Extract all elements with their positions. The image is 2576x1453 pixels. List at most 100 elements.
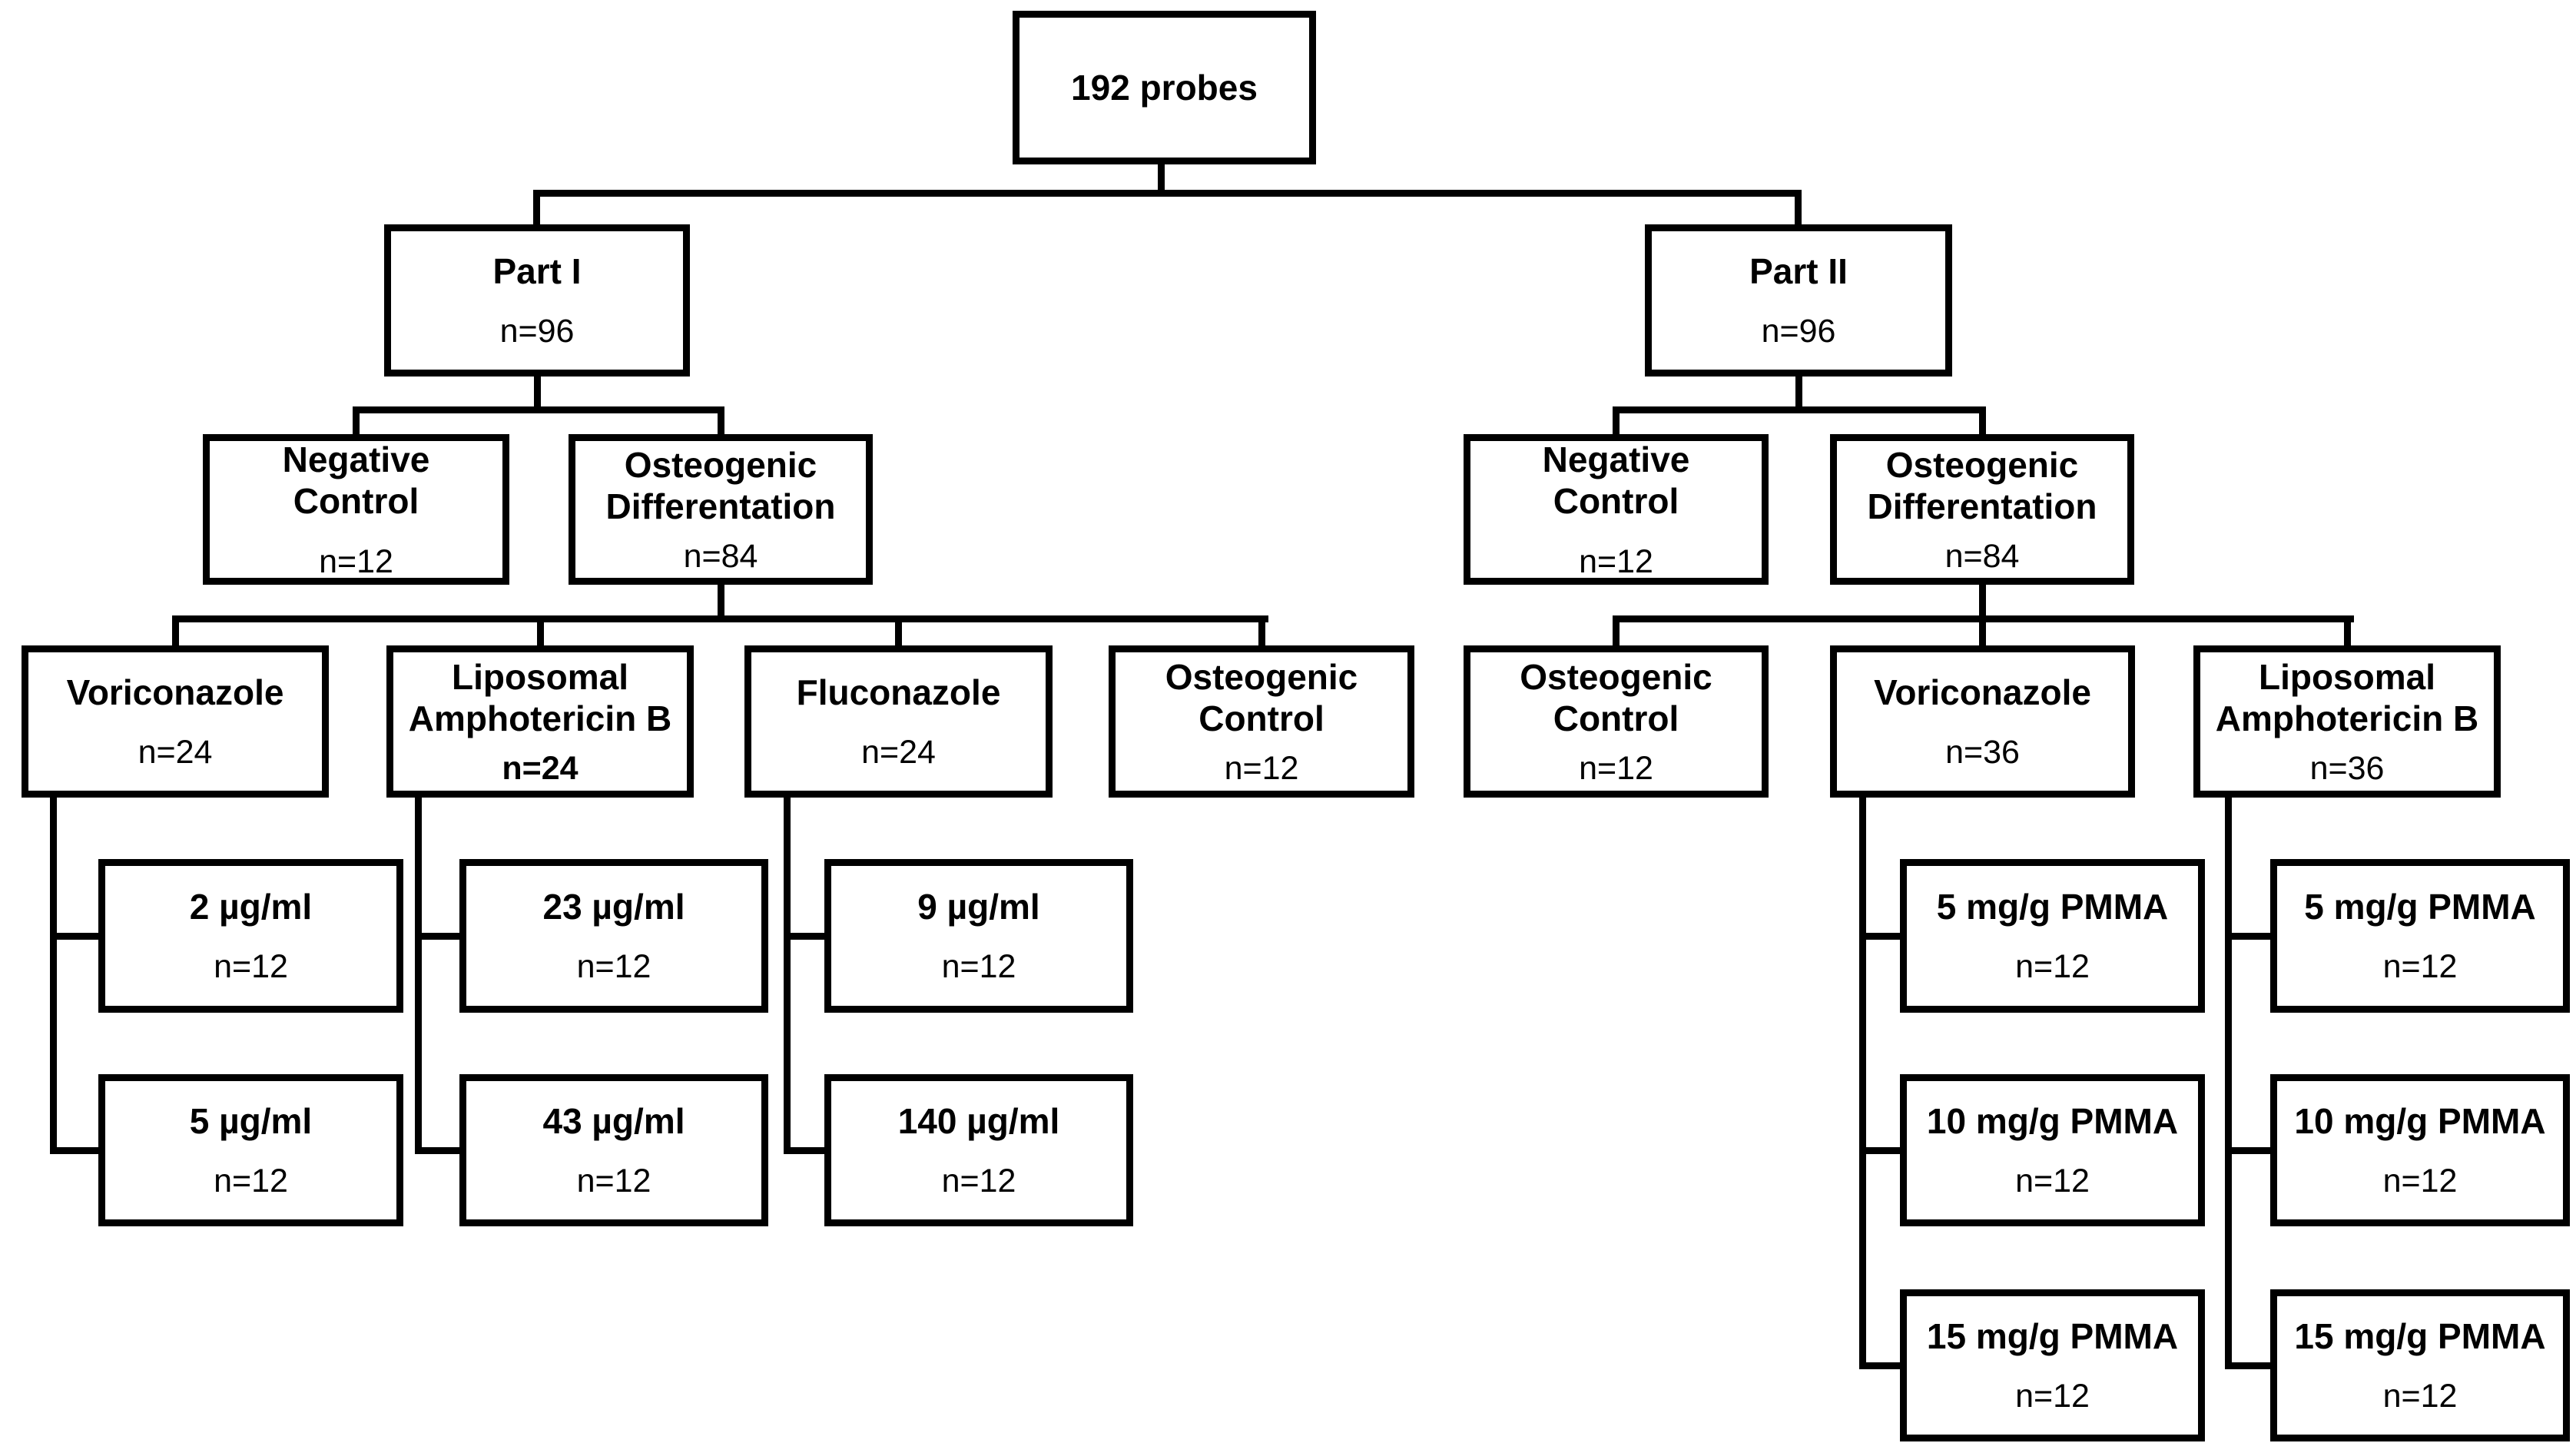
node-23ug-ml: 23 µg/ml n=12	[459, 859, 768, 1013]
node-liposomal-amphotericin-b-part1: Liposomal Amphotericin B n=24	[386, 645, 694, 798]
connector	[2225, 798, 2232, 1369]
node-label: 5 mg/g PMMA	[2304, 887, 2536, 927]
node-label: Voriconazole	[1874, 672, 2091, 713]
connector	[1158, 164, 1165, 197]
node-count: n=12	[2015, 1163, 2090, 1200]
node-count: n=12	[2382, 948, 2458, 986]
node-label: 192 probes	[1071, 67, 1258, 108]
connector	[50, 798, 57, 1154]
connector	[537, 615, 544, 645]
connector	[1795, 190, 1802, 224]
node-label: 43 µg/ml	[542, 1101, 685, 1142]
node-label: Liposomal Amphotericin B	[2215, 657, 2479, 739]
connector	[534, 377, 541, 413]
node-liposomal-amphotericin-b-part2: Liposomal Amphotericin B n=36	[2193, 645, 2501, 798]
node-lipb-5mg-pmma: 5 mg/g PMMA n=12	[2270, 859, 2570, 1013]
node-count: n=84	[683, 537, 758, 575]
connector	[533, 190, 1802, 197]
node-label: 5 mg/g PMMA	[1936, 887, 2169, 927]
node-label: 140 µg/ml	[897, 1101, 1060, 1142]
connector	[415, 1147, 459, 1154]
connector	[784, 1147, 824, 1154]
node-label: 10 mg/g PMMA	[1926, 1101, 2179, 1142]
node-label: Osteogenic Control	[1165, 657, 1358, 739]
node-2ug-ml: 2 µg/ml n=12	[98, 859, 403, 1013]
connector	[1613, 406, 1986, 413]
node-count: n=12	[214, 1163, 288, 1200]
connector	[2225, 933, 2270, 940]
node-9ug-ml: 9 µg/ml n=12	[824, 859, 1133, 1013]
connector	[1859, 1147, 1900, 1154]
connector	[1979, 615, 1986, 645]
node-vori-10mg-pmma: 10 mg/g PMMA n=12	[1900, 1074, 2205, 1226]
node-43ug-ml: 43 µg/ml n=12	[459, 1074, 768, 1226]
connector	[1859, 798, 1866, 1369]
node-label: 15 mg/g PMMA	[2294, 1316, 2546, 1357]
node-count: n=96	[499, 313, 575, 350]
connector	[50, 1147, 98, 1154]
connector	[1613, 406, 1620, 434]
node-count: n=12	[319, 542, 393, 580]
node-label: 10 mg/g PMMA	[2294, 1101, 2546, 1142]
node-negative-control-part2: Negative Control n=12	[1464, 434, 1769, 585]
node-count: n=12	[941, 948, 1016, 986]
connector	[1795, 377, 1802, 413]
connector	[2344, 615, 2351, 645]
connector	[353, 406, 360, 434]
node-count: n=12	[1579, 542, 1653, 580]
connector	[784, 798, 791, 1154]
node-vori-15mg-pmma: 15 mg/g PMMA n=12	[1900, 1289, 2205, 1441]
node-count: n=12	[1224, 749, 1299, 787]
node-label: 9 µg/ml	[917, 887, 1040, 927]
node-count: n=96	[1761, 313, 1836, 350]
connector	[718, 406, 724, 434]
connector	[1979, 406, 1986, 434]
node-count: n=24	[138, 734, 213, 771]
node-lipb-15mg-pmma: 15 mg/g PMMA n=12	[2270, 1289, 2570, 1441]
connector	[172, 615, 1268, 622]
connector	[353, 406, 724, 413]
node-label: Part I	[492, 251, 582, 292]
node-label: Part II	[1749, 251, 1848, 292]
node-voriconazole-part1: Voriconazole n=24	[22, 645, 329, 798]
node-negative-control-part1: Negative Control n=12	[203, 434, 509, 585]
node-count: n=36	[1945, 734, 2020, 771]
node-label: Fluconazole	[796, 672, 1001, 713]
node-count: n=12	[576, 948, 651, 986]
node-label: 2 µg/ml	[189, 887, 313, 927]
connector	[2225, 1362, 2270, 1369]
connector	[718, 585, 724, 622]
node-count: n=84	[1944, 537, 2020, 575]
connector	[1258, 615, 1265, 645]
connector	[1979, 585, 1986, 622]
node-label: Osteogenic Differentation	[1867, 445, 2097, 527]
node-vori-5mg-pmma: 5 mg/g PMMA n=12	[1900, 859, 2205, 1013]
node-label: Voriconazole	[66, 672, 284, 713]
node-count: n=12	[2015, 948, 2090, 986]
node-part1: Part I n=96	[384, 224, 690, 377]
node-count: n=24	[861, 734, 936, 771]
connector	[895, 615, 902, 645]
node-count: n=24	[502, 749, 579, 787]
node-osteogenic-control-part2: Osteogenic Control n=12	[1464, 645, 1769, 798]
connector	[533, 190, 540, 224]
node-count: n=12	[2382, 1378, 2458, 1415]
connector	[415, 798, 422, 1154]
node-label: Negative Control	[1542, 440, 1690, 522]
node-count: n=12	[2015, 1378, 2090, 1415]
connector	[1613, 615, 1620, 645]
connector	[2225, 1147, 2270, 1154]
node-osteogenic-differentation-part1: Osteogenic Differentation n=84	[569, 434, 873, 585]
node-label: Liposomal Amphotericin B	[408, 657, 672, 739]
node-count: n=12	[941, 1163, 1016, 1200]
node-label: Osteogenic Differentation	[605, 445, 836, 527]
connector	[415, 933, 459, 940]
node-label: 5 µg/ml	[189, 1101, 313, 1142]
node-label: 23 µg/ml	[542, 887, 685, 927]
connector	[50, 933, 98, 940]
node-osteogenic-control-part1: Osteogenic Control n=12	[1109, 645, 1414, 798]
connector	[1859, 933, 1900, 940]
node-lipb-10mg-pmma: 10 mg/g PMMA n=12	[2270, 1074, 2570, 1226]
node-label: Osteogenic Control	[1520, 657, 1712, 739]
